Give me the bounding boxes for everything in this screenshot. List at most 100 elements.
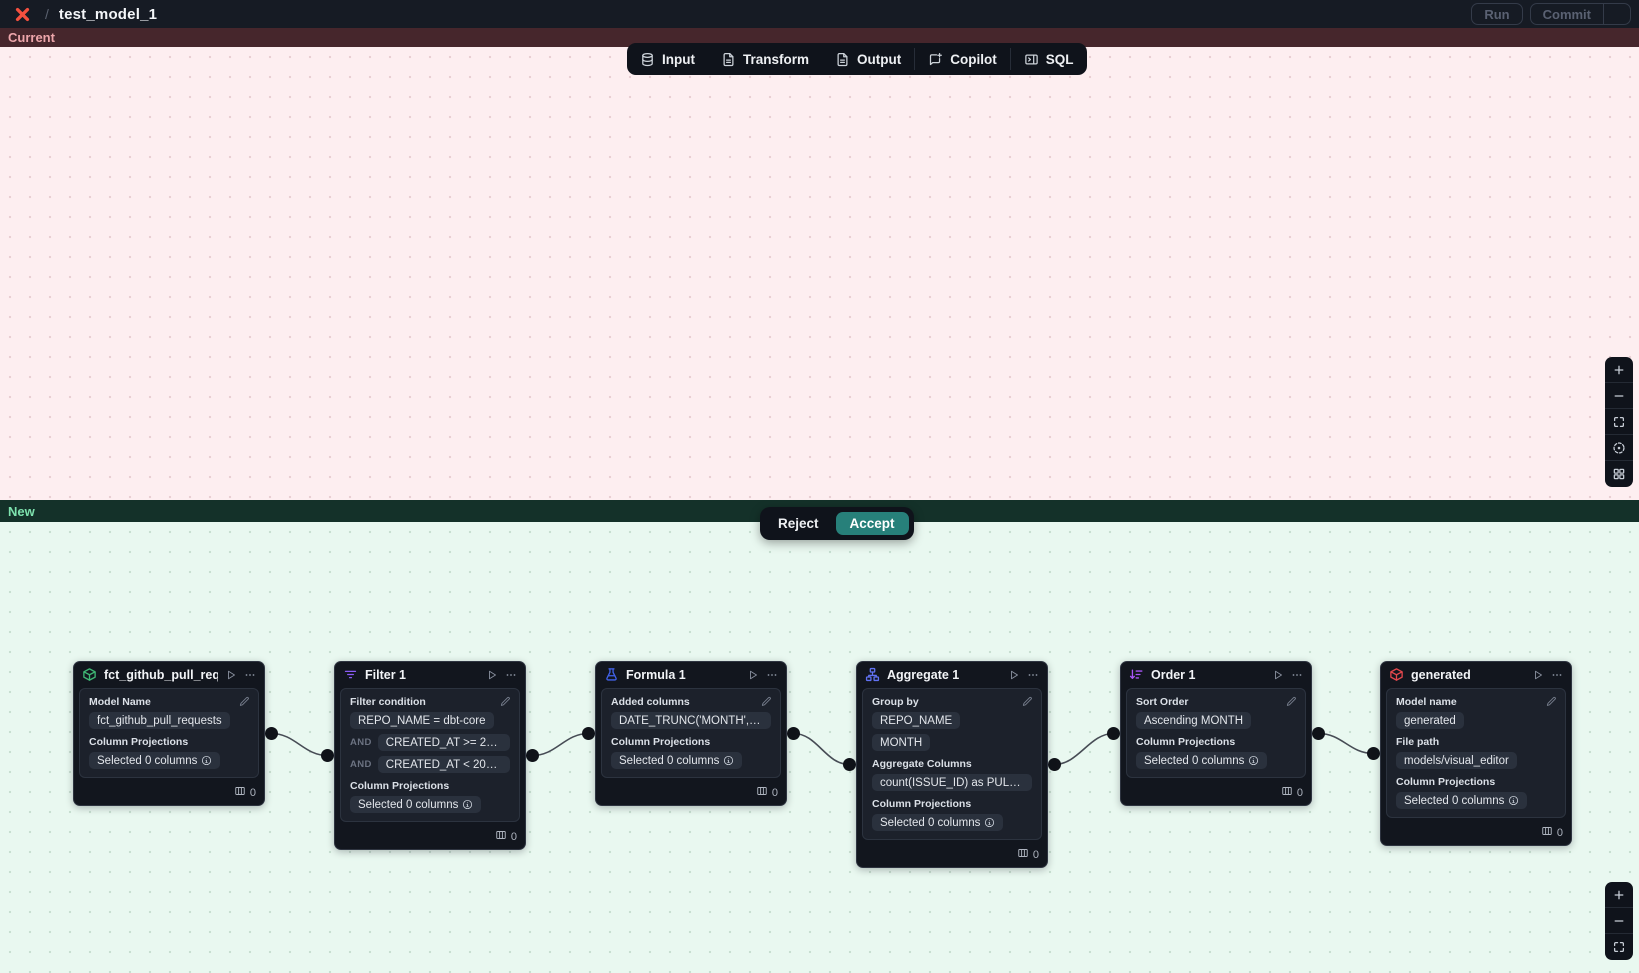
toolbar-divider [914,48,916,70]
dbt-logo[interactable] [14,5,33,24]
value-pill[interactable]: REPO_NAME = dbt-core [350,712,494,729]
target-handle[interactable] [843,758,856,771]
value-pill[interactable]: Selected 0 columns [1396,792,1528,809]
source-handle[interactable] [1048,758,1061,771]
source-handle[interactable] [526,749,539,762]
target-handle[interactable] [321,749,334,762]
value-pill[interactable]: models/visual_editor [1396,752,1517,769]
pencil-icon[interactable] [1022,696,1033,707]
section-label: Column Projections [1136,736,1236,748]
canvas-node-fct_github_pull_requests[interactable]: fct_github_pull_requests Model Namefct_g… [73,661,265,806]
layout-grid-icon[interactable] [1605,461,1633,487]
dashed-circle-icon[interactable] [1605,435,1633,461]
run-button[interactable]: Run [1471,3,1523,25]
play-icon[interactable] [486,669,498,681]
pencil-icon[interactable] [1546,696,1557,707]
pill-row: DATE_TRUNC('MONTH', CREATED_AT… [611,712,771,729]
play-icon[interactable] [1272,669,1284,681]
info-icon[interactable] [201,755,212,766]
info-icon[interactable] [723,755,734,766]
value-pill[interactable]: generated [1396,712,1464,729]
pencil-icon[interactable] [1286,696,1297,707]
node-title: Filter 1 [365,667,406,682]
value-pill[interactable]: DATE_TRUNC('MONTH', CREATED_AT… [611,712,771,729]
ellipsis-icon[interactable] [766,669,778,681]
section-label: Added columns [611,696,690,708]
pill-row: Selected 0 columns [350,796,510,813]
value-pill[interactable]: REPO_NAME [872,712,961,729]
reject-button[interactable]: Reject [765,512,832,535]
fit-view-icon[interactable] [1605,934,1633,960]
target-handle[interactable] [1107,727,1120,740]
info-icon[interactable] [1248,755,1259,766]
play-icon[interactable] [1532,669,1544,681]
pencil-icon[interactable] [500,696,511,707]
minus-icon[interactable] [1605,383,1633,409]
toolbar-transform-button[interactable]: Transform [708,43,822,75]
ellipsis-icon[interactable] [244,669,256,681]
plus-icon[interactable] [1605,882,1633,908]
target-handle[interactable] [1367,747,1380,760]
value-pill[interactable]: CREATED_AT >= 2024-12-01 [377,734,510,751]
source-handle[interactable] [787,727,800,740]
value-pill[interactable]: Selected 0 columns [89,752,221,769]
database-icon [640,52,655,67]
ellipsis-icon[interactable] [1027,669,1039,681]
ellipsis-icon[interactable] [1291,669,1303,681]
toolbar-item-label: Transform [743,51,810,67]
current-banner-label: Current [8,30,55,45]
info-icon[interactable] [462,799,473,810]
commit-label[interactable]: Commit [1542,6,1591,22]
value-pill[interactable]: Ascending MONTH [1136,712,1252,729]
ellipsis-icon[interactable] [505,669,517,681]
value-pill[interactable]: MONTH [872,734,931,751]
value-pill[interactable]: fct_github_pull_requests [89,712,230,729]
plus-icon[interactable] [1605,357,1633,383]
source-handle[interactable] [1312,727,1325,740]
pill-row: Selected 0 columns [1136,752,1296,769]
play-icon[interactable] [1008,669,1020,681]
info-icon[interactable] [984,817,995,828]
info-icon[interactable] [1508,795,1519,806]
current-canvas[interactable] [0,47,1639,500]
target-handle[interactable] [582,727,595,740]
toolbar-sql-button[interactable]: SQL [1011,43,1087,75]
value-pill[interactable]: Selected 0 columns [611,752,743,769]
fit-view-icon[interactable] [1605,409,1633,435]
ellipsis-icon[interactable] [1551,669,1563,681]
value-pill[interactable]: count(ISSUE_ID) as PULL_REQUEST_… [872,774,1032,791]
play-icon[interactable] [747,669,759,681]
pencil-icon[interactable] [239,696,250,707]
play-icon[interactable] [225,669,237,681]
value-pill[interactable]: Selected 0 columns [1136,752,1268,769]
source-handle[interactable] [265,727,278,740]
pill-row: fct_github_pull_requests [89,712,249,729]
toolbar-input-button[interactable]: Input [627,43,708,75]
accept-button[interactable]: Accept [835,512,909,535]
chevron-down-icon[interactable] [1603,4,1630,24]
pill-text: MONTH [880,736,923,749]
toolbar-copilot-button[interactable]: Copilot [915,43,1010,75]
value-pill[interactable]: CREATED_AT < 2025-03-01 [377,756,510,773]
commit-button[interactable]: Commit [1529,3,1631,25]
minus-icon[interactable] [1605,908,1633,934]
value-pill[interactable]: Selected 0 columns [872,814,1004,831]
toolbar-output-button[interactable]: Output [822,43,914,75]
toolbar-item-label: Input [662,51,695,67]
node-footer-count: 0 [510,830,517,843]
value-pill[interactable]: Selected 0 columns [350,796,482,813]
new-canvas-controls [1605,882,1633,960]
pencil-icon[interactable] [761,696,772,707]
condition-conjunction: AND [350,737,372,748]
section-label: Column Projections [611,736,711,748]
